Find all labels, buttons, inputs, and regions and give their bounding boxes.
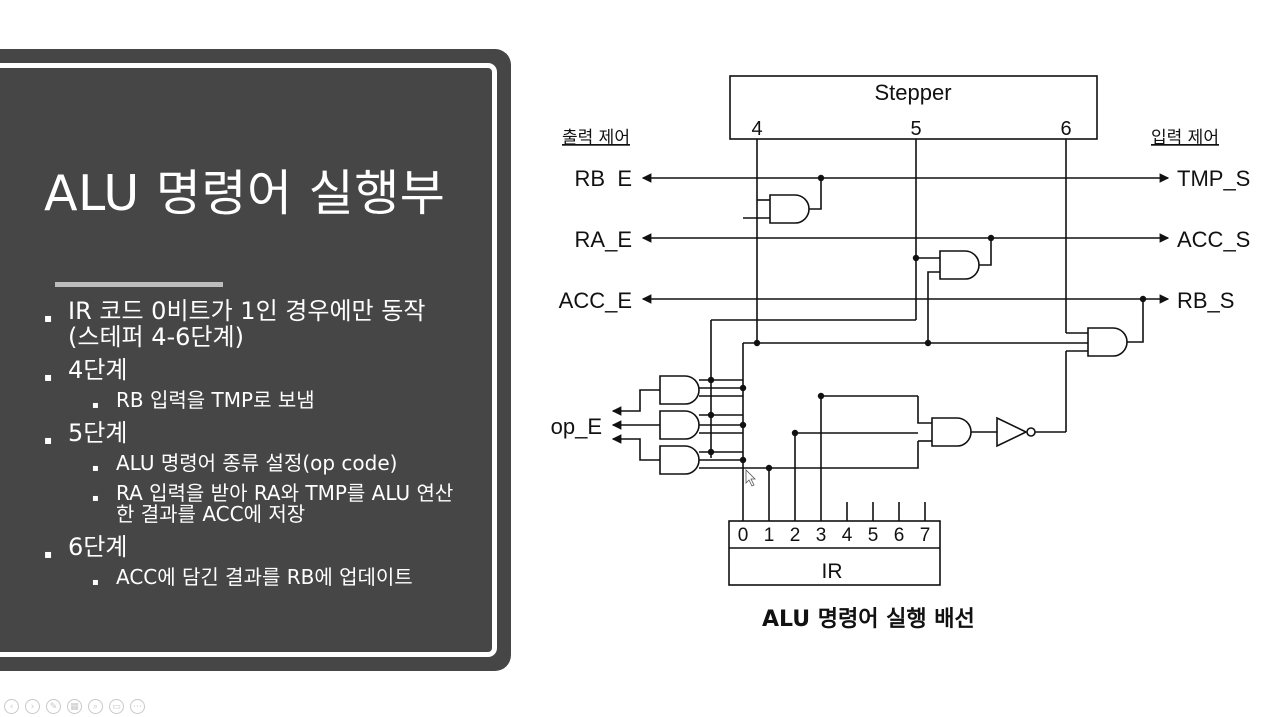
bullet-list: ▪IR 코드 0비트가 1인 경우에만 동작 (스테퍼 4-6단계) ▪4단계 … xyxy=(44,298,464,597)
signal-rb-e: RB E xyxy=(575,166,632,191)
bullet-item: ▪ 5단계 xyxy=(44,419,464,447)
and-gate-op-a xyxy=(659,375,700,405)
bullet-marker: ▪ xyxy=(92,577,99,588)
and-gate-step4 xyxy=(769,194,810,224)
bullet-item: ▪ IR 코드 0비트가 1인 경우에만 동작 (스테퍼 4-6단계) xyxy=(44,298,464,350)
and-gate-step6 xyxy=(1087,327,1128,357)
bullet-text: RA 입력을 받아 RA와 TMP를 ALU 연산한 결과를 ACC에 저장 xyxy=(116,481,454,526)
bullet-marker: ▪ xyxy=(92,463,99,474)
cursor-icon xyxy=(745,469,756,487)
panel-frame xyxy=(0,63,497,657)
slide-title: ALU 명령어 실행부 xyxy=(44,165,446,222)
ir-bit: 3 xyxy=(816,525,827,546)
bullet-text: 5단계 xyxy=(68,419,128,447)
step-label: 5 xyxy=(910,118,921,140)
bullet-item: ▪ 4단계 xyxy=(44,356,464,384)
sub-bullet-item: ▪ RB 입력을 TMP로 보냄 xyxy=(44,388,464,412)
ir-box xyxy=(728,520,941,586)
bullet-marker: ▪ xyxy=(44,547,53,561)
and-gate-combiner xyxy=(931,417,972,447)
signal-rb-s: RB_S xyxy=(1177,288,1234,313)
step-label: 6 xyxy=(1060,118,1071,140)
signal-acc-e: ACC_E xyxy=(559,288,632,313)
stepper-label: Stepper xyxy=(874,80,951,105)
bullet-marker: ▪ xyxy=(44,370,53,384)
signal-tmp-s: TMP_S xyxy=(1177,166,1250,191)
ir-bit: 1 xyxy=(764,525,775,546)
not-bubble xyxy=(1026,427,1036,437)
alu-wiring-diagram: Stepper 4 5 6 출력 제어 입력 제어 RB E RA_E ACC_… xyxy=(551,75,1250,586)
ir-bit: 5 xyxy=(868,525,879,546)
junction-dots xyxy=(707,174,1147,472)
sub-bullet-item: ▪ RA 입력을 받아 RA와 TMP를 ALU 연산한 결과를 ACC에 저장 xyxy=(44,483,464,525)
output-control-label: 출력 제어 xyxy=(562,128,630,148)
bullet-text: ALU 명령어 종류 설정(op code) xyxy=(116,451,398,475)
prev-icon[interactable]: ‹ xyxy=(4,699,19,714)
bullet-text: 4단계 xyxy=(68,356,128,384)
stepper-box xyxy=(729,75,1098,140)
signal-acc-s: ACC_S xyxy=(1177,227,1250,252)
bullet-marker: ▪ xyxy=(44,311,53,325)
ir-bit: 2 xyxy=(790,525,801,546)
input-control-label: 입력 제어 xyxy=(1151,128,1219,148)
signal-ra-e: RA_E xyxy=(575,227,632,252)
ir-bit: 6 xyxy=(894,525,905,546)
bullet-text: ACC에 담긴 결과를 RB에 업데이트 xyxy=(116,565,413,589)
sub-bullet-item: ▪ ACC에 담긴 결과를 RB에 업데이트 xyxy=(44,565,464,589)
title-underline xyxy=(55,282,223,287)
bullet-marker: ▪ xyxy=(92,493,99,504)
sub-bullet-item: ▪ ALU 명령어 종류 설정(op code) xyxy=(44,451,464,475)
ir-bit: 0 xyxy=(738,525,749,546)
bullet-text: RB 입력을 TMP로 보냄 xyxy=(116,388,315,412)
ir-bit: 7 xyxy=(920,525,931,546)
zoom-icon[interactable]: ⌕ xyxy=(88,699,103,714)
slides-icon[interactable]: ▦ xyxy=(67,699,82,714)
ir-bit: 4 xyxy=(842,525,853,546)
slideshow-nav: ‹ › ✎ ▦ ⌕ ▭ ⋯ xyxy=(4,699,145,714)
and-gate-step5 xyxy=(939,250,980,280)
step-label: 4 xyxy=(751,118,762,140)
and-gate-op-b xyxy=(659,410,700,440)
more-icon[interactable]: ⋯ xyxy=(130,699,145,714)
bullet-text: 6단계 xyxy=(68,533,128,561)
not-gate xyxy=(996,416,1028,448)
and-gate-op-c xyxy=(659,445,700,475)
signal-op-e: op_E xyxy=(551,414,602,439)
bullet-marker: ▪ xyxy=(92,400,99,411)
content-panel xyxy=(0,49,511,671)
ir-label: IR xyxy=(822,560,843,583)
bullet-text: IR 코드 0비트가 1인 경우에만 동작 (스테퍼 4-6단계) xyxy=(68,297,426,351)
bullet-item: ▪ 6단계 xyxy=(44,533,464,561)
pen-icon[interactable]: ✎ xyxy=(46,699,61,714)
next-icon[interactable]: › xyxy=(25,699,40,714)
subtitle-icon[interactable]: ▭ xyxy=(109,699,124,714)
bullet-marker: ▪ xyxy=(44,433,53,447)
diagram-caption: ALU 명령어 실행 배선 xyxy=(762,607,975,632)
